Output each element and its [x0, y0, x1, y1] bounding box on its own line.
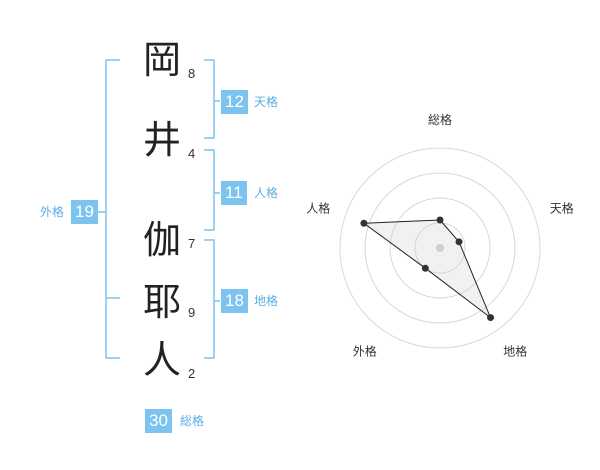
stroke-count-3: 7 — [188, 236, 196, 251]
stroke-count-4: 9 — [188, 305, 196, 320]
radar-point-1 — [436, 216, 444, 224]
jinkaku-value-badge: 11 — [221, 181, 247, 205]
tenkaku-value-badge: 12 — [221, 90, 248, 114]
soukaku-value-badge: 30 — [145, 409, 172, 433]
jinkaku-label: 人格 — [254, 186, 279, 200]
radar-axis-label-2: 天格 — [550, 200, 574, 215]
tenkaku-bracket — [204, 59, 215, 139]
name-char-1: 岡 — [142, 38, 181, 82]
radar-axis-label-5: 人格 — [306, 200, 330, 215]
name-char-5: 人 — [142, 338, 181, 382]
radar-center-dot — [436, 244, 444, 252]
radar-point-5 — [360, 219, 368, 227]
stroke-count-1: 8 — [188, 66, 196, 81]
tenkaku-label: 天格 — [254, 95, 279, 109]
radar-ring-3 — [364, 172, 516, 324]
radar-point-4 — [421, 264, 429, 272]
radar-axis-label-3: 地格 — [503, 344, 527, 359]
radar-axis-label-1: 総格 — [428, 112, 452, 127]
name-char-4: 耶 — [142, 280, 181, 324]
gaikaku-bracket — [105, 59, 120, 359]
name-char-2: 井 — [142, 118, 181, 162]
radar-axis-label-4: 外格 — [353, 344, 377, 359]
jinkaku-bracket — [204, 149, 215, 231]
gaikaku-value-badge: 19 — [71, 200, 98, 224]
stroke-count-2: 4 — [188, 146, 196, 161]
radar-ring-4 — [339, 147, 541, 349]
chikaku-value-badge: 18 — [221, 289, 248, 313]
chikaku-bracket — [204, 239, 215, 359]
radar-point-2 — [455, 238, 463, 246]
soukaku-label: 総格 — [180, 414, 205, 428]
gaikaku-label: 外格 — [40, 205, 65, 219]
chikaku-label: 地格 — [254, 294, 279, 308]
stroke-count-5: 2 — [188, 366, 196, 381]
radar-ring-2 — [389, 197, 491, 299]
name-char-3: 伽 — [142, 218, 181, 262]
radar-point-3 — [487, 314, 495, 322]
